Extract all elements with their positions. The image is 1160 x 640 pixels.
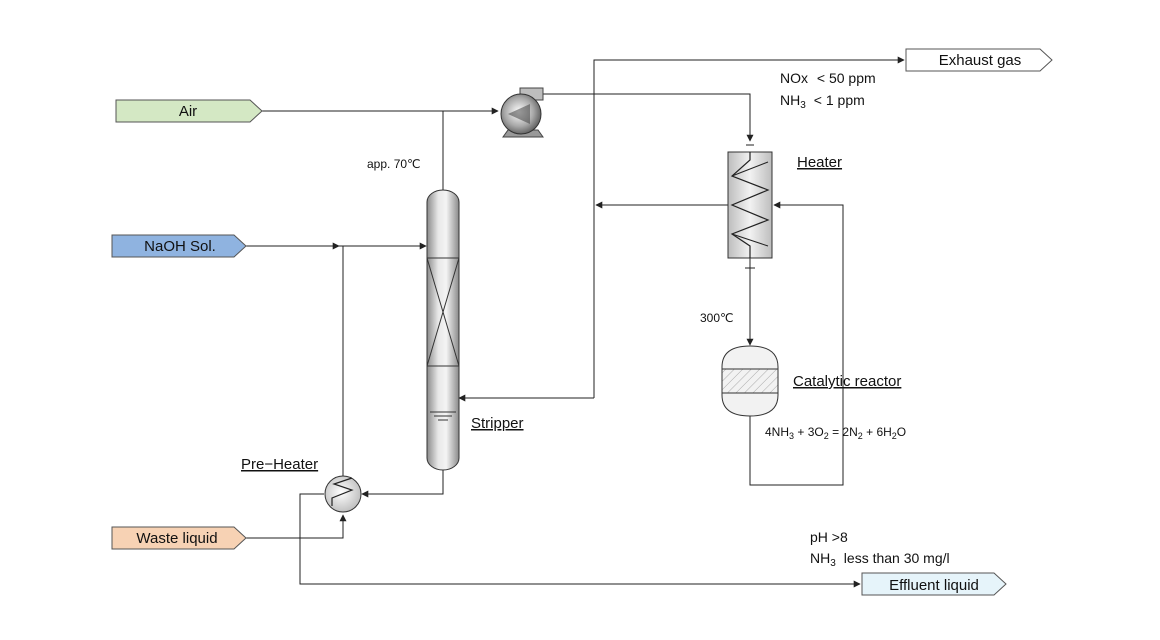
- preheater-label: Pre−Heater: [241, 456, 318, 473]
- reactor-vessel-icon: [721, 345, 779, 417]
- exhaust-nox-value: < 50 ppm: [817, 70, 876, 86]
- air-label: Air: [179, 103, 197, 120]
- column-icon: [426, 189, 460, 471]
- packing-cross-2: [426, 257, 460, 367]
- exhaust-nh3-value: < 1 ppm: [814, 92, 865, 108]
- heater-coil-2: [731, 161, 769, 177]
- exhaust-nh3-label: NH: [780, 92, 800, 108]
- rxn-s2: 2: [824, 431, 829, 441]
- effluent-tag: Effluent liquid: [861, 572, 1007, 596]
- air-tag: Air: [115, 99, 263, 123]
- rxn-p3: = 2N: [829, 425, 858, 439]
- waste-tag-shape: [111, 526, 247, 550]
- rxn-p5: O: [897, 425, 906, 439]
- stripper-shell: [426, 189, 460, 471]
- effluent-label: Effluent liquid: [889, 577, 979, 594]
- rxn-p2: + 3O: [794, 425, 824, 439]
- effluent-nh3-value: less than 30 mg/l: [844, 550, 950, 566]
- waste-line: [246, 514, 347, 539]
- blower-icon: [500, 87, 544, 138]
- heater-label: Heater: [797, 154, 842, 171]
- stripper-label: Stripper: [471, 415, 524, 432]
- air-tag-shape: [115, 99, 263, 123]
- rxn-s3: 2: [858, 431, 863, 441]
- effluent-nh3-sub: 3: [830, 558, 836, 569]
- reactor-label: Catalytic reactor: [793, 373, 901, 390]
- exhaust-tag-shape: [905, 48, 1053, 72]
- heater-coil: [730, 152, 770, 258]
- effluent-ph-spec: pH >8: [810, 529, 848, 545]
- temp-reactor-label: 300℃: [700, 311, 734, 325]
- exhaust-nh3-spec: NH3 < 1 ppm: [780, 92, 865, 111]
- heat-exchanger-icon: [727, 151, 773, 259]
- reaction-equation: 4NH3 + 3O2 = 2N2 + 6H2O: [765, 425, 906, 441]
- naoh-tag-shape: [111, 234, 247, 258]
- rxn-s4: 2: [892, 431, 897, 441]
- effluent-nh3-label: NH: [810, 550, 830, 566]
- bottoms-line: [361, 470, 444, 498]
- effluent-tag-shape: [861, 572, 1007, 596]
- temp-top-label: app. 70℃: [367, 157, 421, 171]
- exhaust-nox-label: NOx: [780, 70, 808, 86]
- preheater-icon: [324, 475, 362, 513]
- heater-shell: [727, 151, 773, 259]
- preheater-coil: [331, 477, 354, 506]
- exhaust-label: Exhaust gas: [939, 52, 1022, 69]
- exhaust-riser-line: [593, 56, 905, 398]
- exhaust-nh3-sub: 3: [800, 100, 806, 111]
- waste-tag: Waste liquid: [111, 526, 247, 550]
- heater-coil-3: [731, 233, 769, 247]
- naoh-label: NaOH Sol.: [144, 238, 216, 255]
- naoh-tag: NaOH Sol.: [111, 234, 247, 258]
- rxn-p4: + 6H: [863, 425, 892, 439]
- exhaust-tag: Exhaust gas: [905, 48, 1053, 72]
- rxn-p1: 4NH: [765, 425, 789, 439]
- rxn-s1: 3: [789, 431, 794, 441]
- effluent-line: [299, 493, 861, 588]
- catalyst-bed: [721, 368, 779, 394]
- waste-label: Waste liquid: [136, 530, 217, 547]
- reactor-return-line: [749, 201, 844, 486]
- exhaust-nox-spec: NOx < 50 ppm: [780, 70, 876, 86]
- effluent-nh3-spec: NH3 less than 30 mg/l: [810, 550, 950, 569]
- blower-impeller: [508, 104, 530, 124]
- blower-to-heater-line: [543, 93, 754, 142]
